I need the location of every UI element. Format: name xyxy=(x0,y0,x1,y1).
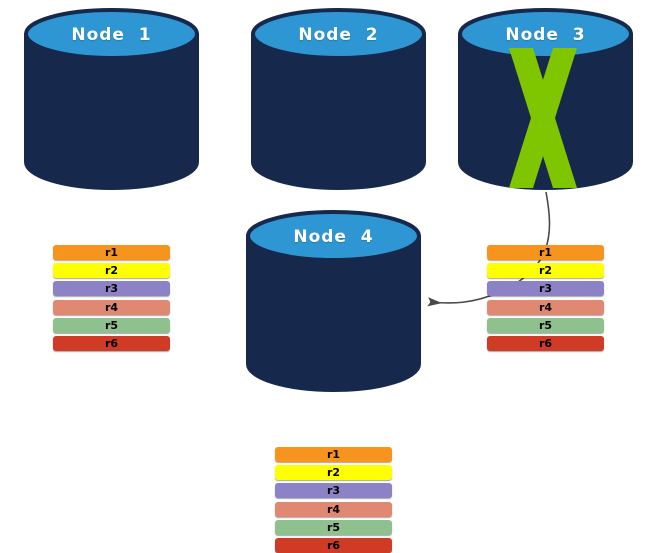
cylinder-top xyxy=(246,210,421,262)
cylinder-body xyxy=(246,234,421,392)
row-bar-r3: r3 xyxy=(53,281,170,297)
row-bar-r4: r4 xyxy=(275,501,392,517)
cylinder-body xyxy=(24,32,199,190)
row-bar-r4: r4 xyxy=(53,299,170,315)
row-bar-r1: r1 xyxy=(53,245,170,260)
row-bar-r1: r1 xyxy=(275,447,392,462)
cylinder-top xyxy=(458,8,633,60)
row-bar-r6: r6 xyxy=(275,538,392,553)
cylinder-top xyxy=(251,8,426,60)
row-bar-r3: r3 xyxy=(487,281,604,297)
row-bar-r4: r4 xyxy=(487,299,604,315)
row-bar-r2: r2 xyxy=(275,465,392,481)
row-bar-r2: r2 xyxy=(53,263,170,279)
row-bar-r2: r2 xyxy=(487,263,604,279)
row-bar-r5: r5 xyxy=(275,519,392,535)
row-bar-r3: r3 xyxy=(275,483,392,499)
cylinder-body xyxy=(251,32,426,190)
row-bar-r1: r1 xyxy=(487,245,604,260)
row-bar-r6: r6 xyxy=(487,336,604,351)
row-bar-r5: r5 xyxy=(53,317,170,333)
row-bar-r5: r5 xyxy=(487,317,604,333)
row-bar-r6: r6 xyxy=(53,336,170,351)
cylinder-top xyxy=(24,8,199,60)
